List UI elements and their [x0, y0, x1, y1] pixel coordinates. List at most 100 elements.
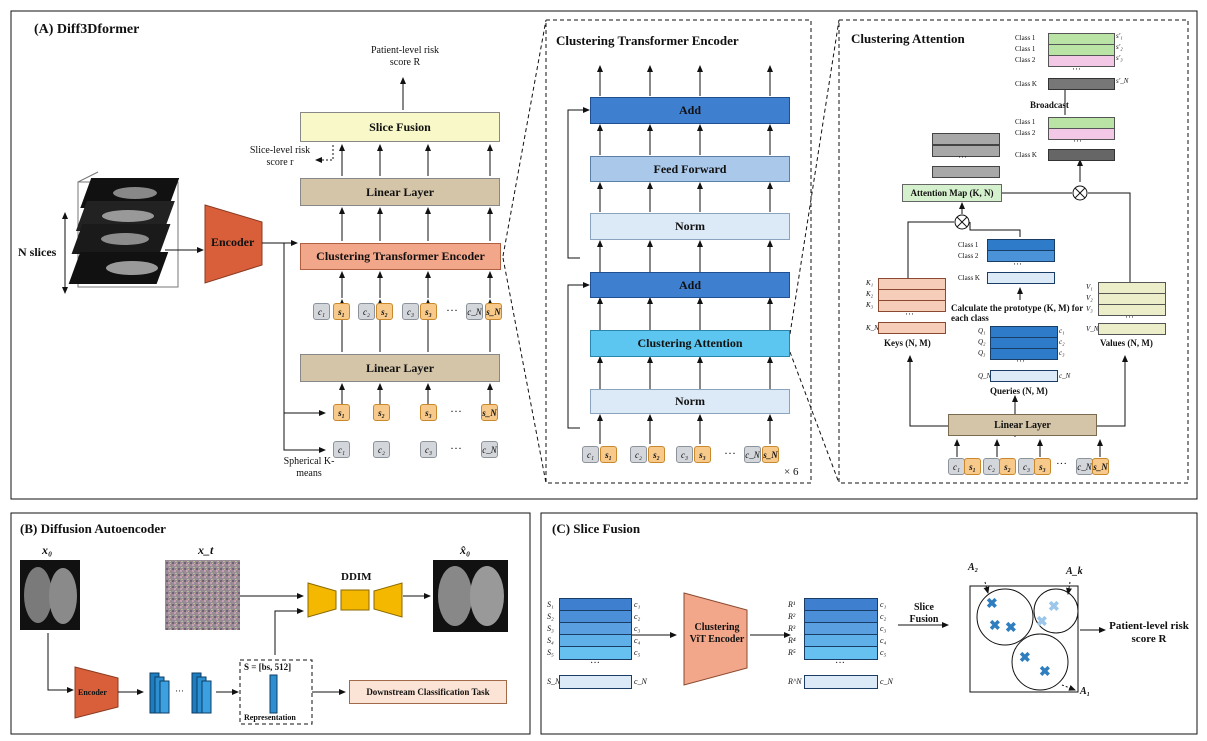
q1-label: Q₁: [978, 327, 986, 335]
cluster-plot: [969, 581, 1079, 693]
s2-label: S₂: [547, 612, 554, 621]
panel-c-graphics: [631, 622, 1106, 638]
feed-forward-box: Feed Forward: [590, 156, 790, 182]
token-s3: s₃: [1034, 458, 1051, 475]
token-c3: c₃: [676, 446, 693, 463]
ellipsis: ···: [1056, 458, 1067, 470]
token-sN: s_N: [485, 303, 502, 320]
cte-title: Clustering Transformer Encoder: [556, 33, 739, 48]
ellipsis: ···: [590, 658, 600, 669]
class2-row: [1048, 55, 1115, 67]
add-top-box: Add: [590, 97, 790, 124]
classK-label: Class K: [1015, 80, 1037, 88]
c4-label: c₄: [880, 636, 887, 645]
slice-risk-label: Slice-level risk score r: [249, 145, 311, 168]
token-s3: s₃: [694, 446, 711, 463]
classK-row: [1048, 78, 1115, 90]
token-sN: s_N: [762, 446, 779, 463]
token-sN: s_N: [481, 404, 498, 421]
ddim-right: [373, 582, 403, 618]
class1-label: Class 1: [958, 241, 979, 249]
x0-label: x₀: [42, 543, 53, 557]
patient-risk-label: Patient-level risk score R: [370, 45, 440, 68]
cluster-mark-filled: ✖: [1019, 651, 1031, 666]
ak-label: A_k: [1066, 566, 1083, 577]
classK-label: Class K: [1015, 151, 1037, 159]
cluster-mark-light: ✖: [1036, 615, 1048, 630]
representation-label: Representation: [244, 713, 296, 722]
c1-label: c₁: [880, 600, 887, 609]
r5-label: R⁵: [788, 648, 796, 657]
token-cN: c_N: [481, 441, 498, 458]
panel-a-title: (A) Diff3Dformer: [34, 22, 140, 37]
ddim-left: [307, 582, 337, 618]
ellipsis: ···: [1125, 312, 1134, 322]
class2-label: Class 2: [1015, 129, 1036, 137]
b-encoder-trapezoid: [74, 666, 119, 719]
broadcast-label: Broadcast: [1030, 100, 1069, 110]
ca-title: Clustering Attention: [851, 31, 965, 46]
ddim-mid: [340, 589, 370, 611]
key-row: [878, 300, 946, 312]
panel-b-title: (B) Diffusion Autoencoder: [20, 521, 166, 536]
token-c2: c₂: [373, 441, 390, 458]
c-slice-fusion-label: Slice Fusion: [909, 602, 939, 625]
xt-label: x_t: [198, 543, 214, 557]
proto-row: [987, 272, 1055, 284]
class2-label: Class 2: [958, 252, 979, 260]
s3-label: S₃: [547, 624, 554, 633]
b-encoder-label: Encoder: [78, 688, 107, 697]
r-row: [804, 675, 878, 689]
token-c3: c₃: [402, 303, 419, 320]
panel-b-border: [10, 512, 531, 735]
a2-label: A₂: [968, 562, 979, 573]
classK-row: [1048, 149, 1115, 161]
panel-a-border: [10, 10, 1198, 500]
slice-fusion-box: Slice Fusion: [300, 112, 500, 142]
c2-label: c₂: [880, 612, 887, 621]
r4-label: R⁴: [788, 636, 796, 645]
k1-label: K₁: [866, 279, 874, 287]
cte-box: Clustering Transformer Encoder: [300, 243, 501, 270]
token-c2: c₂: [630, 446, 647, 463]
cluster-mark-filled: ✖: [1005, 621, 1017, 636]
c1-label: c₁: [634, 600, 641, 609]
add-bottom-box: Add: [590, 272, 790, 298]
token-s1: s₁: [333, 404, 350, 421]
ellipsis: ···: [446, 303, 458, 317]
cluster-mark-light: ✖: [1048, 600, 1060, 615]
clustering-attention-box: Clustering Attention: [590, 330, 790, 357]
representation-dashed: [239, 659, 313, 725]
c-patient-risk-label: Patient-level risk score R: [1109, 620, 1189, 645]
key-row: [878, 322, 946, 334]
class1-label: Class 1: [1015, 34, 1036, 42]
calc-prototype-label: Calculate the prototype (K, M) for each …: [951, 303, 1084, 323]
encoder-trapezoid: [204, 204, 263, 284]
value-row: [1098, 304, 1166, 316]
ddim-label: DDIM: [341, 571, 372, 583]
ellipsis: ···: [835, 658, 845, 669]
cluster-mark-filled: ✖: [1039, 665, 1051, 680]
ellipsis: ···: [450, 404, 462, 418]
values-label: Values (N, M): [1100, 338, 1153, 348]
s3-prime: s′₃: [1116, 54, 1123, 62]
ellipsis: ···: [724, 446, 736, 460]
ellipsis: ···: [175, 686, 184, 696]
s1-label: S₁: [547, 600, 554, 609]
token-c3: c₃: [1018, 458, 1035, 475]
query-row: [990, 348, 1058, 360]
c2-label: c₂: [1059, 338, 1065, 346]
class2-row: [1048, 128, 1115, 140]
class1-label: Class 1: [1015, 45, 1036, 53]
proto-row: [987, 250, 1055, 262]
gray-row: [932, 133, 1000, 145]
vit-encoder-trapezoid: [683, 592, 748, 686]
token-c2: c₂: [358, 303, 375, 320]
token-s1: s₁: [964, 458, 981, 475]
norm-bottom-box: Norm: [590, 389, 790, 414]
noise-image: [165, 560, 240, 630]
token-s2: s₂: [376, 303, 393, 320]
encoder-label: Encoder: [211, 235, 255, 249]
r1-label: R¹: [788, 600, 796, 609]
token-c2: c₂: [983, 458, 1000, 475]
